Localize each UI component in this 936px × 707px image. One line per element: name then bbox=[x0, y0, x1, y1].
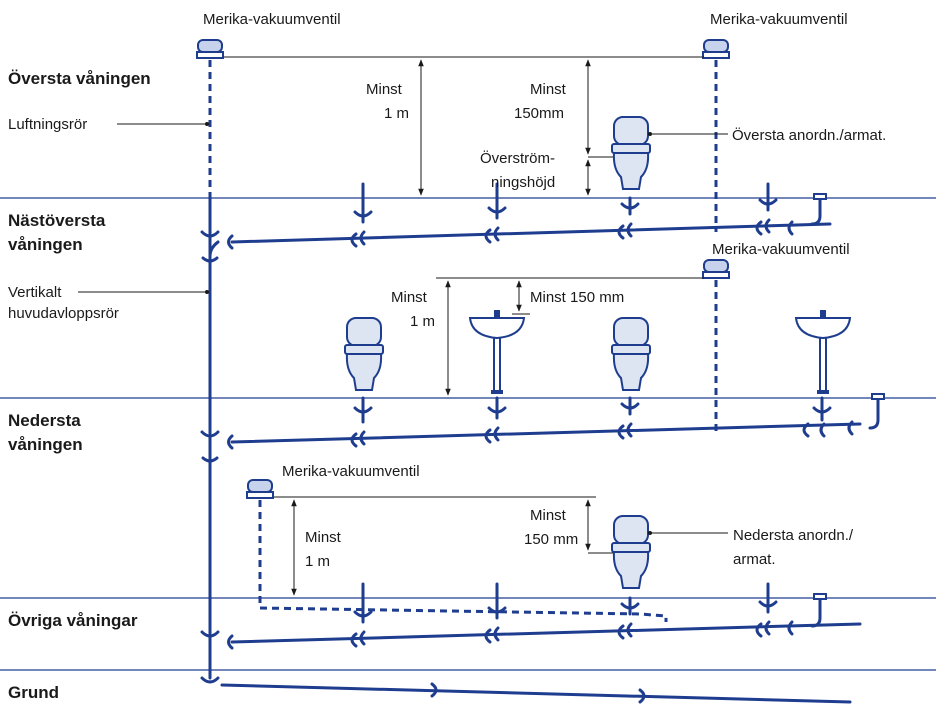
low-min-150-2: 150 mm bbox=[524, 531, 578, 548]
floor-label-ground: Grund bbox=[8, 683, 59, 702]
vent-pipe-label: Luftningsrör bbox=[8, 116, 87, 133]
low-min-1m-1: Minst bbox=[305, 529, 342, 546]
vacuum-valve-icon bbox=[196, 39, 224, 59]
top-min-1m-2: 1 m bbox=[384, 105, 409, 122]
vacuum-valve-icon bbox=[702, 259, 730, 279]
low-fixture-label-2: armat. bbox=[733, 551, 776, 568]
toilet-icon bbox=[611, 116, 651, 190]
overflow-label-2: ningshöjd bbox=[491, 174, 555, 191]
branch-others bbox=[230, 622, 862, 644]
valve-label-lower: Merika-vakuumventil bbox=[282, 463, 420, 480]
floor-label-second-1: Nästöversta bbox=[8, 211, 106, 230]
floor-label-second-2: våningen bbox=[8, 235, 83, 254]
stack-fittings bbox=[200, 230, 234, 684]
floor-label-bottom-1: Nedersta bbox=[8, 411, 81, 430]
washbasin-icon bbox=[469, 309, 525, 395]
vacuum-valve-icon bbox=[246, 479, 274, 499]
floor-fittings bbox=[350, 182, 885, 704]
mid-min-1m-1: Minst bbox=[391, 289, 428, 306]
low-min-150-1: Minst bbox=[530, 507, 567, 524]
vent-pipe-lower bbox=[258, 500, 668, 622]
floor-label-others: Övriga våningar bbox=[8, 611, 138, 630]
mid-min-150: Minst 150 mm bbox=[530, 289, 624, 306]
stack-label-2: huvudavloppsrör bbox=[8, 305, 119, 322]
top-min-150-2: 150mm bbox=[514, 105, 564, 122]
top-min-1m-1: Minst bbox=[366, 81, 403, 98]
valve-label-mid: Merika-vakuumventil bbox=[712, 241, 850, 258]
branch-bottom bbox=[230, 422, 862, 444]
floor-label-bottom-2: våningen bbox=[8, 435, 83, 454]
mid-min-1m-2: 1 m bbox=[410, 313, 435, 330]
branch-second bbox=[230, 222, 832, 244]
toilet-icon bbox=[611, 317, 651, 391]
stack-label-1: Vertikalt bbox=[8, 284, 62, 301]
valve-label-top-right: Merika-vakuumventil bbox=[710, 11, 848, 28]
valve-label-top-left: Merika-vakuumventil bbox=[203, 11, 341, 28]
branch-ground bbox=[220, 683, 852, 704]
toilet-icon bbox=[611, 515, 651, 589]
floor-label-top: Översta våningen bbox=[8, 69, 151, 88]
low-fixture-label-1: Nedersta anordn./ bbox=[733, 527, 854, 544]
washbasin-icon bbox=[795, 309, 851, 395]
low-min-1m-2: 1 m bbox=[305, 553, 330, 570]
top-fixture-label: Översta anordn./armat. bbox=[732, 126, 886, 144]
vacuum-valve-icon bbox=[702, 39, 730, 59]
top-min-150-1: Minst bbox=[530, 81, 567, 98]
overflow-label-1: Överström- bbox=[480, 149, 555, 167]
toilet-icon bbox=[344, 317, 384, 391]
